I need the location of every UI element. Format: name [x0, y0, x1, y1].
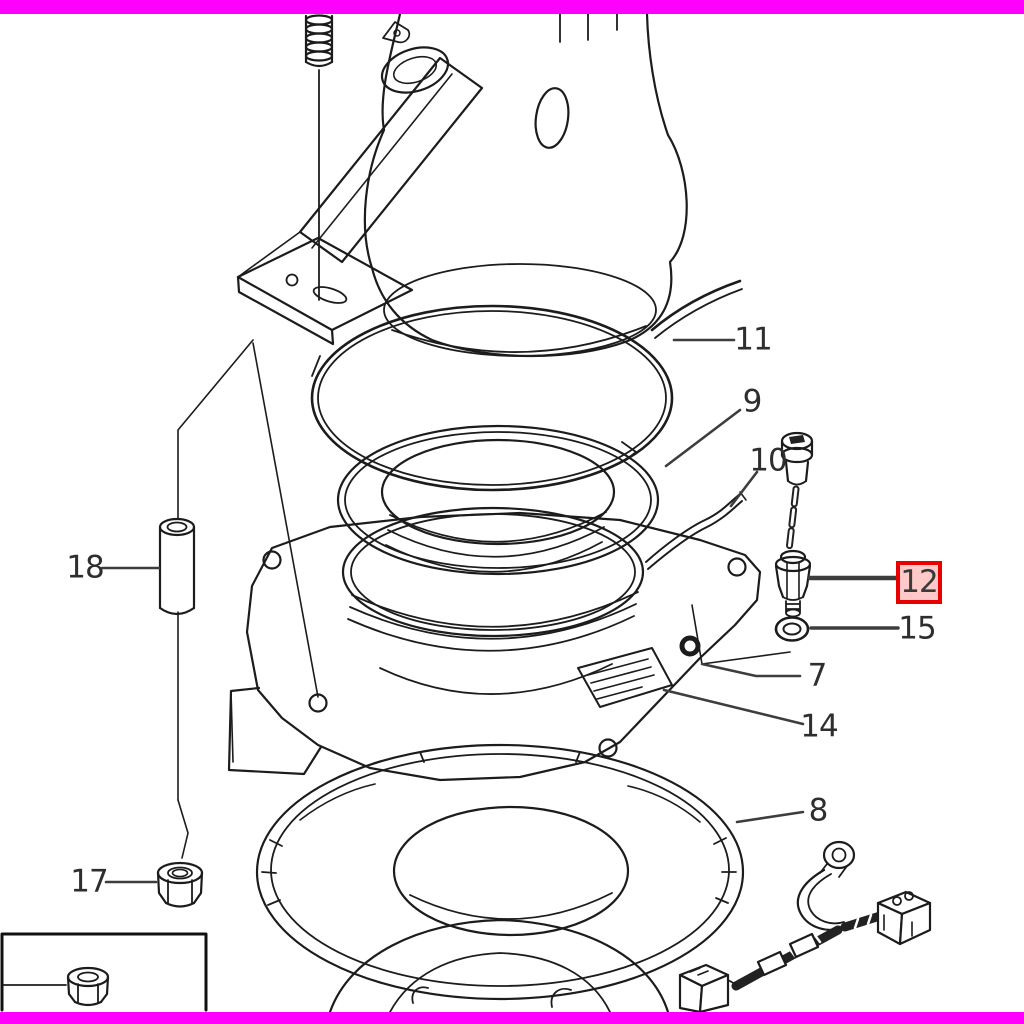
callout-7[interactable]: 7 — [807, 657, 828, 694]
friction-ring — [336, 424, 660, 576]
frame-top-bar — [0, 0, 1024, 14]
callout-10[interactable]: 10 — [749, 442, 787, 479]
spacer-collar — [158, 517, 196, 859]
wire-harness — [678, 840, 932, 1014]
pulley-disc — [255, 743, 745, 1014]
hex-nut-17 — [156, 861, 204, 908]
leader-lines — [100, 338, 900, 884]
pressure-sensor — [774, 431, 814, 618]
callout-14[interactable]: 14 — [800, 708, 838, 745]
callout-12-highlight-box[interactable]: 12 — [896, 561, 942, 604]
inset-box — [0, 932, 208, 1012]
stud-bolt — [304, 14, 334, 301]
callout-8[interactable]: 8 — [808, 792, 829, 829]
inset-hex-nut — [66, 966, 110, 1007]
callout-12[interactable]: 12 — [900, 564, 938, 600]
upper-housing — [363, 12, 688, 358]
mounting-bracket — [177, 56, 484, 698]
name-plate — [577, 647, 673, 708]
o-ring — [774, 616, 810, 642]
callout-11[interactable]: 11 — [734, 321, 772, 358]
frame-bottom-bar — [0, 1012, 1024, 1024]
callout-9[interactable]: 9 — [742, 383, 763, 420]
main-housing-flange — [227, 506, 791, 782]
callout-18[interactable]: 18 — [66, 549, 104, 586]
callout-17[interactable]: 17 — [70, 863, 108, 900]
callout-15[interactable]: 15 — [898, 610, 936, 647]
